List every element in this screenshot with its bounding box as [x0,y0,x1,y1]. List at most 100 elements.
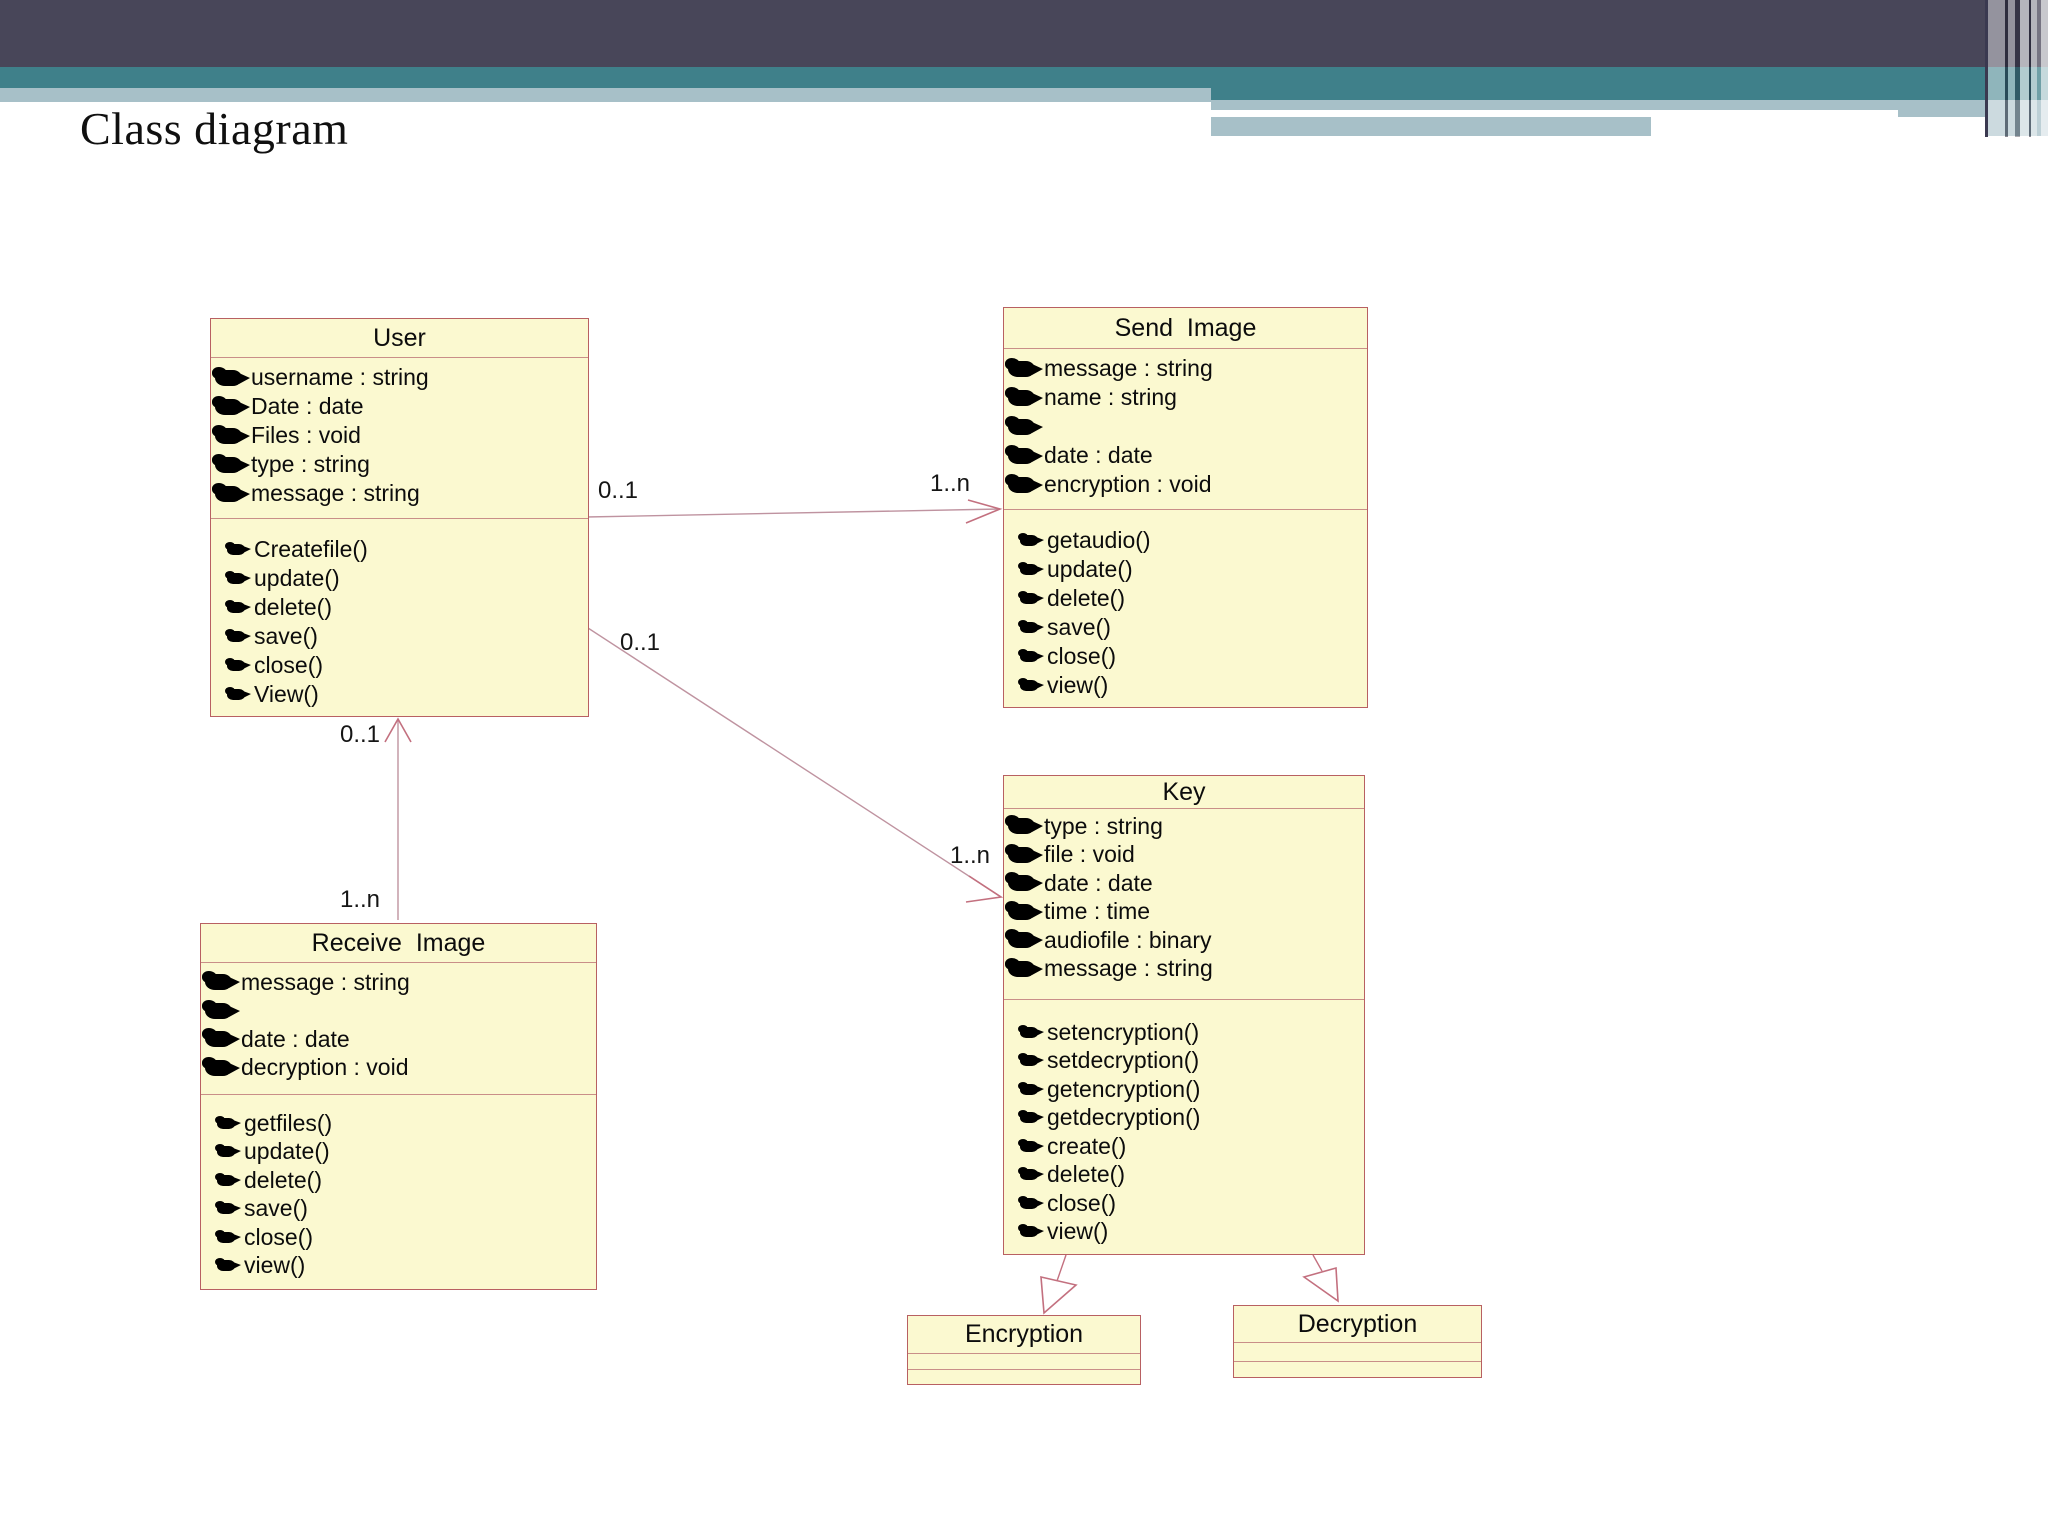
operation-row: delete() [1004,584,1367,613]
operation-icon [225,687,251,700]
operation-row: save() [201,1195,596,1224]
operation-row: delete() [1004,1161,1364,1190]
operation-label: getaudio() [1047,527,1151,553]
operation-row: close() [201,1223,596,1252]
attribute-label: name : string [1044,384,1177,410]
attribute-row [1004,412,1367,441]
arrowhead-key [965,875,1004,903]
operation-label: Createfile() [254,536,368,562]
operation-label: close() [244,1223,314,1250]
operation-label: delete() [1047,1161,1125,1188]
attribute-label: file : void [1044,841,1135,868]
operation-row: view() [1004,671,1367,700]
attribute-icon [1005,843,1043,863]
operation-row: save() [1004,613,1367,642]
attribute-icon [1005,444,1043,464]
attributes-compartment: message : string name : string date : date… [1004,349,1367,509]
operation-label: getdecryption() [1047,1104,1201,1131]
attribute-row: audiofile : binary [1004,926,1364,955]
operation-label: View() [254,681,319,707]
attribute-row: message : string [201,968,596,997]
association-user-key [587,627,1002,898]
operation-label: close() [254,652,324,678]
attribute-icon [1005,473,1043,493]
operation-row: update() [1004,555,1367,584]
operations-compartment-empty [1234,1361,1481,1377]
operation-row: create() [1004,1132,1364,1161]
operation-label: save() [1047,614,1111,640]
generalization-triangle-encryption [1040,1275,1078,1315]
operation-icon [1018,620,1044,633]
attribute-row: time : time [1004,898,1364,927]
attribute-row: date : date [1004,441,1367,470]
operation-row: close() [1004,642,1367,671]
class-title-key: Key [1004,776,1364,809]
generalization-triangle-decryption [1302,1266,1339,1303]
attribute-row: date : date [1004,869,1364,898]
multiplicity-sendimage-side: 1..n [930,470,971,497]
operation-icon [1018,678,1044,691]
attribute-label: message : string [1044,355,1213,381]
attribute-icon [1005,872,1043,892]
operation-row: getdecryption() [1004,1104,1364,1133]
generalization-line-decryption [1312,1254,1323,1272]
attribute-label: encryption : void [1044,471,1212,497]
attribute-label: Files : void [251,422,361,448]
attribute-icon [202,1028,240,1048]
operation-label: view() [1047,1218,1109,1245]
multiplicity-user-side-sendimage: 0..1 [598,477,639,504]
operation-icon [215,1201,241,1215]
operation-icon [1018,1081,1044,1095]
operation-icon [215,1258,241,1272]
operation-row: setencryption() [1004,1018,1364,1047]
operation-label: close() [1047,1189,1117,1216]
multiplicity-user-side-receiveimage: 0..1 [340,721,381,748]
operation-label: create() [1047,1132,1127,1159]
header-teal-band [0,67,2048,88]
operation-row: view() [201,1252,596,1281]
class-title-send-image: Send Image [1004,308,1367,349]
operation-icon [1018,1138,1044,1152]
attributes-compartment-empty [1234,1343,1481,1361]
attribute-label: type : string [1044,812,1163,839]
attribute-icon [212,453,250,473]
operation-row: setdecryption() [1004,1047,1364,1076]
multiplicity-user-side-key: 0..1 [620,629,661,656]
attribute-row: decryption : void [201,1054,596,1083]
attribute-label: username : string [251,364,429,390]
operation-icon [225,658,251,671]
class-box-send-image: Send Image message : string name : string… [1003,307,1368,708]
arrowhead-user [384,717,412,743]
attribute-row: type : string [1004,812,1364,841]
attribute-label: message : string [1044,955,1213,982]
arrowhead-sendimage [965,499,1003,524]
attribute-row: file : void [1004,841,1364,870]
operation-icon [215,1144,241,1158]
operation-icon [1018,1224,1044,1238]
operation-label: setencryption() [1047,1018,1200,1045]
operation-icon [225,629,251,642]
operation-icon [1018,1024,1044,1038]
header-dark-band [0,0,2048,67]
operation-icon [225,571,251,584]
operation-label: view() [244,1252,306,1279]
operations-compartment: Createfile()update()delete()save()close(… [211,518,588,717]
attribute-icon [202,1056,240,1076]
operation-row: getaudio() [1004,526,1367,555]
attribute-label: type : string [251,451,370,477]
attribute-row: name : string [1004,383,1367,412]
operation-icon [1018,1110,1044,1124]
header-lightblue-band-left [0,88,1211,102]
attribute-icon [1005,357,1043,377]
operation-icon [1018,562,1044,575]
operations-compartment-empty [908,1369,1140,1384]
operation-icon [215,1115,241,1129]
attribute-row: encryption : void [1004,470,1367,499]
operation-label: delete() [1047,585,1125,611]
operation-label: save() [254,623,318,649]
operation-row: Createfile() [211,535,588,564]
header-lightblue-band-right-1 [1211,100,2048,110]
